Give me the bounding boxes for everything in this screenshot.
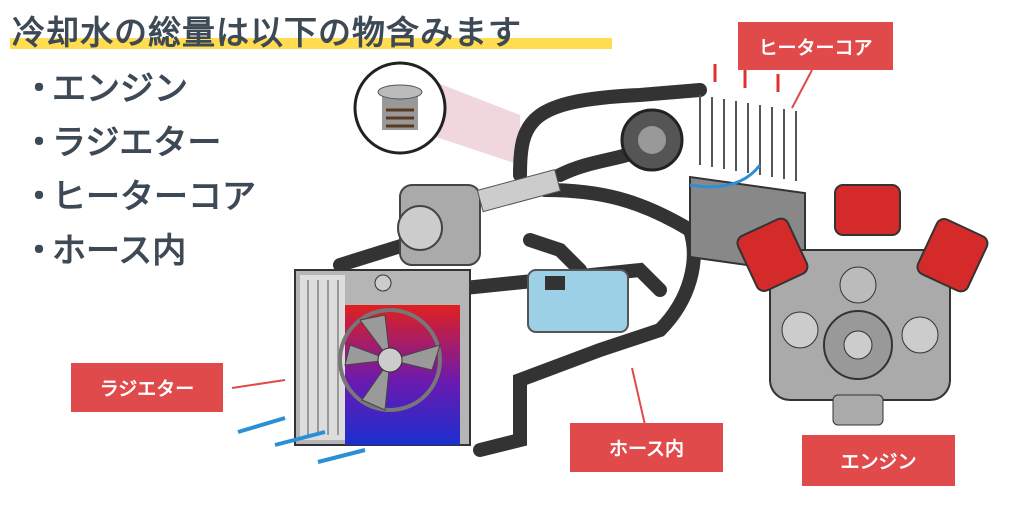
label-heater-core: ヒーターコア [738,22,893,70]
list-item: ・ホース内 [22,231,187,271]
page-title: 冷却水の総量は以下の物含みます [12,13,522,52]
label-hose: ホース内 [570,423,723,472]
water-pump [397,169,561,266]
engine [736,184,989,426]
pointer-lines [231,69,813,426]
component-list: ・エンジン ・ラジエター ・ヒーターコア ・ホース内 [22,62,256,278]
list-item: ・エンジン [22,69,188,109]
thermostat-callout [353,61,520,165]
list-item: ・ラジエター [22,123,222,163]
title-highlight [10,38,612,49]
label-engine: エンジン [802,435,955,486]
airflow-arrows [237,416,366,464]
label-radiator: ラジエター [71,363,223,412]
coolant-reservoir [527,269,629,333]
list-item: ・ヒーターコア [22,177,256,217]
radiator [294,269,471,446]
